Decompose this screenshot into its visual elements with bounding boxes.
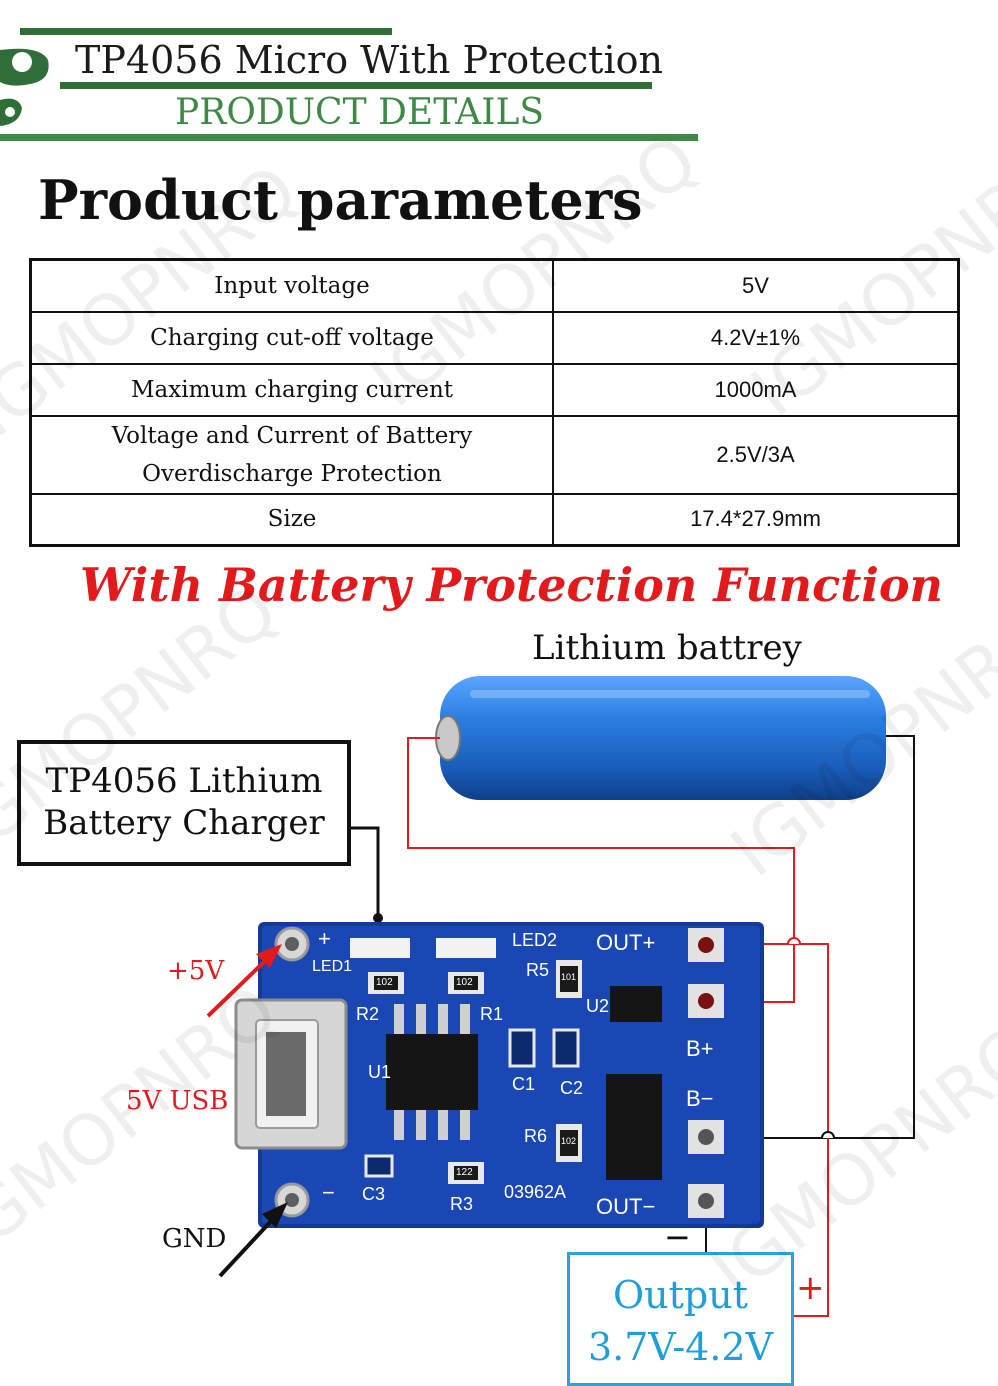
resistor-code: 101: [561, 972, 577, 982]
resistor-code: 102: [561, 1136, 577, 1146]
protection-heading: With Battery Protection Function: [80, 558, 943, 612]
arrow-gnd: [218, 1202, 288, 1278]
wire-battery-positive: [407, 737, 795, 1003]
param-name: Charging cut-off voltage: [29, 310, 554, 365]
param-name-text: Voltage and Current of Battery Overdisch…: [111, 422, 473, 487]
resistor-code: 102: [376, 977, 393, 988]
ic-mosfet: [606, 1074, 662, 1180]
wire-battery-negative: [712, 735, 915, 1139]
tp4056-board: [234, 922, 764, 1228]
b-minus-label: B−: [686, 1086, 714, 1111]
r3-label: R3: [450, 1194, 474, 1214]
ic-u1: [386, 1034, 478, 1110]
param-name: Size: [29, 492, 554, 547]
output-label: Output: [613, 1273, 748, 1317]
resistor-code: 122: [456, 1167, 473, 1178]
banner-title: TP4056 Micro With Protection: [75, 38, 663, 82]
table-row: Voltage and Current of Battery Overdisch…: [29, 414, 960, 495]
param-name: Input voltage: [29, 258, 554, 313]
output-box: Output 3.7V-4.2V: [567, 1252, 794, 1386]
r2-label: R2: [356, 1004, 380, 1024]
charger-label-line2: Battery Charger: [43, 803, 325, 843]
c3-label: C3: [362, 1184, 386, 1204]
resistor-code: 102: [456, 977, 473, 988]
pad-plus-label: +: [318, 926, 331, 951]
u1-label: U1: [368, 1062, 392, 1082]
wire-output-positive: [712, 943, 829, 1317]
battery-label: Lithium battrey: [532, 628, 802, 668]
output-plus-sign: +: [796, 1268, 825, 1308]
c1-label: C1: [512, 1074, 536, 1094]
board-marking: 03962A: [504, 1182, 567, 1202]
pad-minus-label: −: [322, 1180, 335, 1205]
table-row: Input voltage 5V: [29, 258, 960, 313]
r5-label: R5: [526, 960, 550, 980]
param-name: Maximum charging current: [29, 362, 554, 417]
r1-label: R1: [480, 1004, 504, 1024]
c2-label: C2: [560, 1078, 584, 1098]
banner-decoration: [0, 28, 698, 141]
param-value: 1000mA: [552, 362, 960, 417]
param-value: 5V: [552, 258, 960, 313]
banner-subtitle: PRODUCT DETAILS: [175, 92, 545, 133]
label-gnd: GND: [162, 1224, 227, 1254]
led1-label: LED1: [312, 958, 353, 975]
out-plus-label: OUT+: [596, 930, 656, 955]
led2-label: LED2: [512, 930, 558, 950]
section-title: Product parameters: [38, 168, 643, 232]
param-value: 4.2V±1%: [552, 310, 960, 365]
lithium-battery: [435, 676, 886, 800]
arrow-5v: [206, 944, 282, 1018]
u2-label: U2: [586, 996, 610, 1016]
b-plus-label: B+: [686, 1036, 714, 1061]
out-minus-label: OUT−: [596, 1194, 656, 1219]
parameters-table: Input voltage 5V Charging cut-off voltag…: [29, 258, 960, 547]
ic-u2: [610, 986, 662, 1022]
param-name: Voltage and Current of Battery Overdisch…: [29, 414, 554, 495]
table-row: Maximum charging current 1000mA: [29, 362, 960, 417]
table-row: Size 17.4*27.9mm: [29, 492, 960, 547]
label-plus5v: +5V: [167, 956, 225, 986]
charger-label-box: TP4056 Lithium Battery Charger: [17, 740, 351, 866]
label-5v-usb: 5V USB: [126, 1086, 229, 1116]
param-value: 17.4*27.9mm: [552, 492, 960, 547]
charger-leader-line: [345, 826, 380, 916]
charger-label-line1: TP4056 Lithium: [45, 761, 323, 801]
output-voltage: 3.7V-4.2V: [587, 1325, 774, 1369]
r6-label: R6: [524, 1126, 548, 1146]
table-row: Charging cut-off voltage 4.2V±1%: [29, 310, 960, 365]
output-minus-sign: −: [664, 1218, 691, 1256]
param-value: 2.5V/3A: [552, 414, 960, 495]
